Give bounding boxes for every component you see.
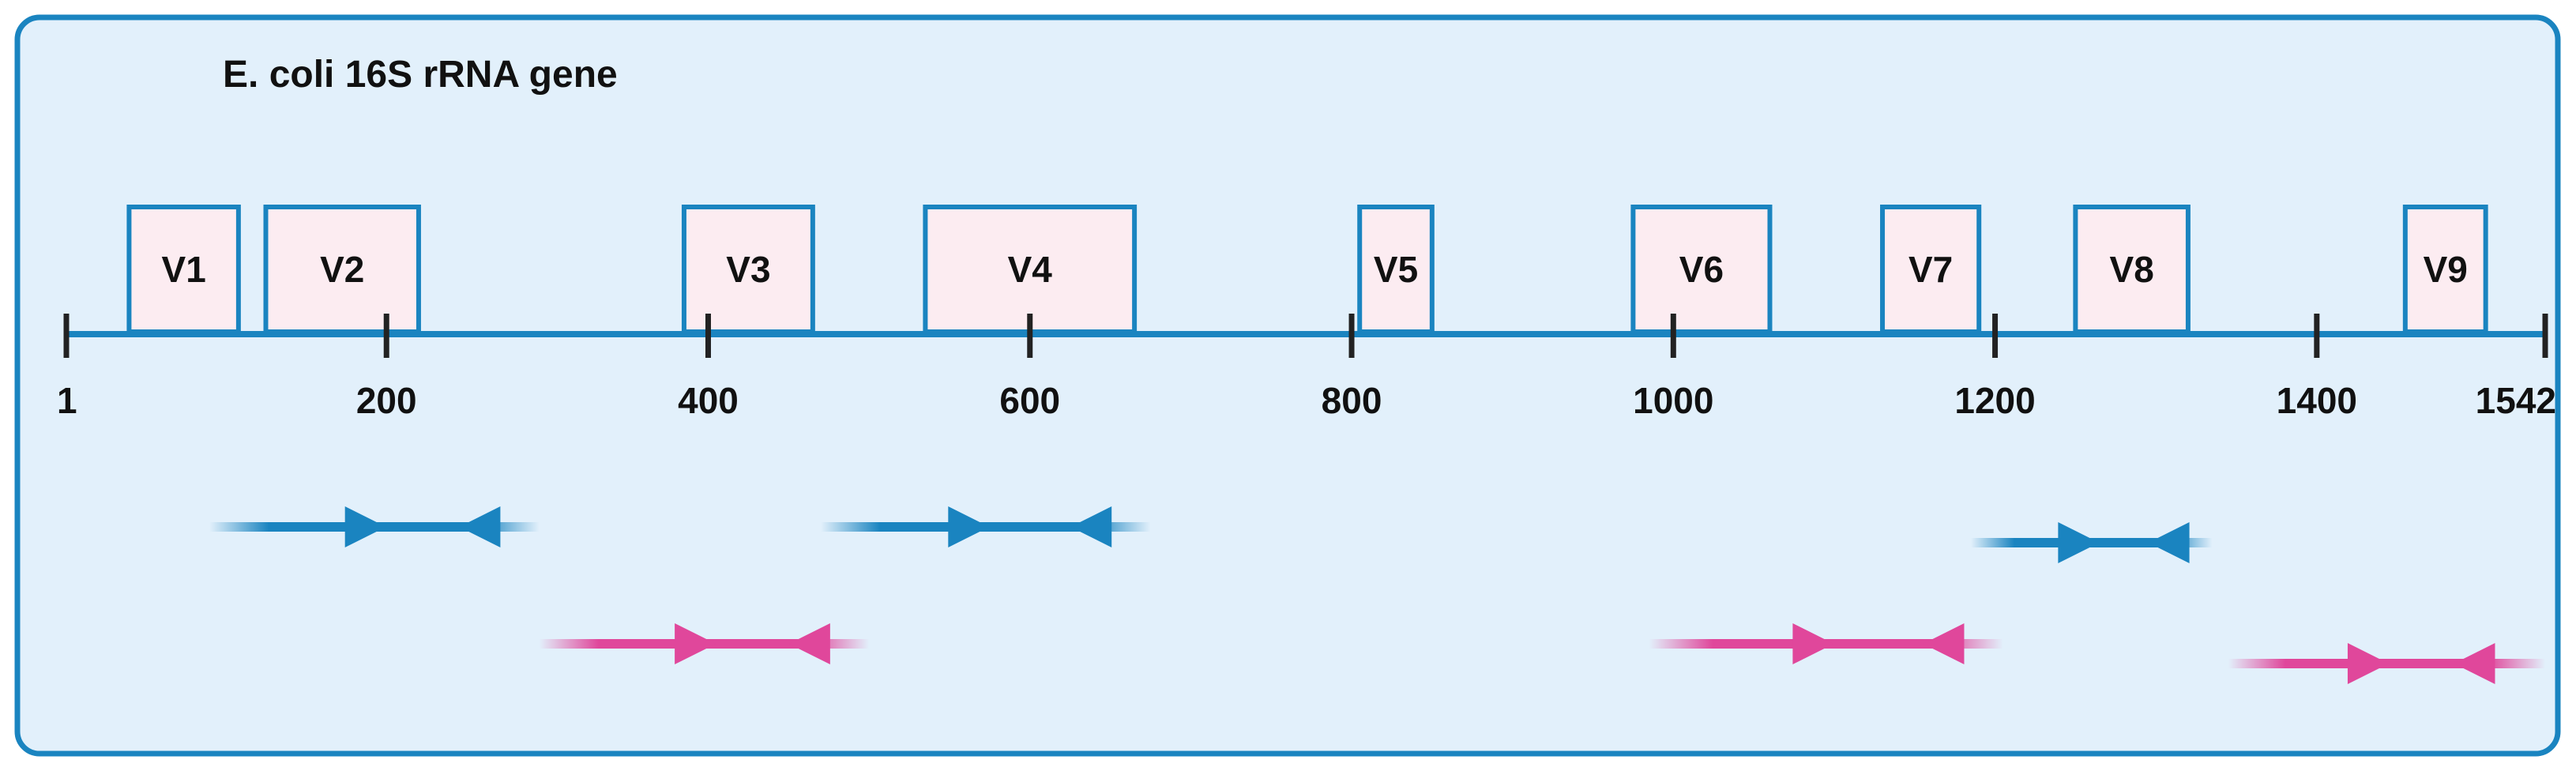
region-v8: V8 <box>2073 205 2191 334</box>
axis-tick-label: 1200 <box>1954 380 2035 421</box>
axis-tick-label: 1000 <box>1633 380 1713 421</box>
forward-primer-arrow <box>675 623 716 664</box>
region-v1: V1 <box>126 205 241 334</box>
region-label: V2 <box>320 249 364 290</box>
forward-primer-arrow <box>948 506 990 547</box>
forward-primer-arrow <box>2347 643 2389 684</box>
region-box <box>263 205 421 334</box>
forward-primer-arrow <box>344 506 386 547</box>
variable-regions: V1 V2 V3 V4 V5 V6 V7 V8 V9 <box>126 205 2488 334</box>
reverse-primer-arrow <box>2454 643 2495 684</box>
amplicon-blue <box>1971 522 2213 563</box>
amplicon-blue <box>821 506 1151 547</box>
amplicon-blue <box>209 506 540 547</box>
reverse-primer-arrow <box>1070 506 1112 547</box>
reverse-primer-arrow <box>788 623 830 664</box>
region-label: V5 <box>1374 249 1418 290</box>
reverse-primer-arrow <box>2148 522 2190 563</box>
axis-tick-label: 200 <box>356 380 417 421</box>
axis-tick-label: 600 <box>999 380 1060 421</box>
region-box <box>2073 205 2191 334</box>
region-label: V1 <box>162 249 206 290</box>
region-box <box>126 205 241 334</box>
region-label: V8 <box>2110 249 2154 290</box>
forward-primer-arrow <box>2058 522 2100 563</box>
amplicon-pink <box>2228 643 2545 684</box>
region-label: V7 <box>1908 249 1953 290</box>
region-v3: V3 <box>681 205 815 334</box>
region-label: V3 <box>726 249 770 290</box>
axis-tick-label: 1542 <box>2476 380 2556 421</box>
reverse-primer-arrow <box>459 506 501 547</box>
forward-primer-arrow <box>1792 623 1834 664</box>
axis-tick-label: 1 <box>57 380 77 421</box>
region-v2: V2 <box>263 205 421 334</box>
primer-amplicons <box>209 506 2545 684</box>
region-v4: V4 <box>923 205 1138 334</box>
amplicon-pink <box>539 623 870 664</box>
amplicon-pink <box>1649 623 2003 664</box>
region-v6: V6 <box>1630 205 1773 334</box>
region-box <box>2402 205 2488 334</box>
axis-tick-label: 800 <box>1322 380 1382 421</box>
region-box <box>923 205 1138 334</box>
region-box <box>1880 205 1982 334</box>
region-label: V6 <box>1679 249 1724 290</box>
region-v7: V7 <box>1880 205 1982 334</box>
region-label: V9 <box>2424 249 2468 290</box>
axis-tick-label: 400 <box>678 380 739 421</box>
region-box <box>1630 205 1773 334</box>
reverse-primer-arrow <box>1923 623 1965 664</box>
diagram-title: E. coli 16S rRNA gene <box>223 54 618 96</box>
panel-background <box>14 14 2561 757</box>
region-v5: V5 <box>1357 205 1435 334</box>
axis-tick-label: 1400 <box>2277 380 2357 421</box>
region-label: V4 <box>1008 249 1053 290</box>
region-v9: V9 <box>2402 205 2488 334</box>
